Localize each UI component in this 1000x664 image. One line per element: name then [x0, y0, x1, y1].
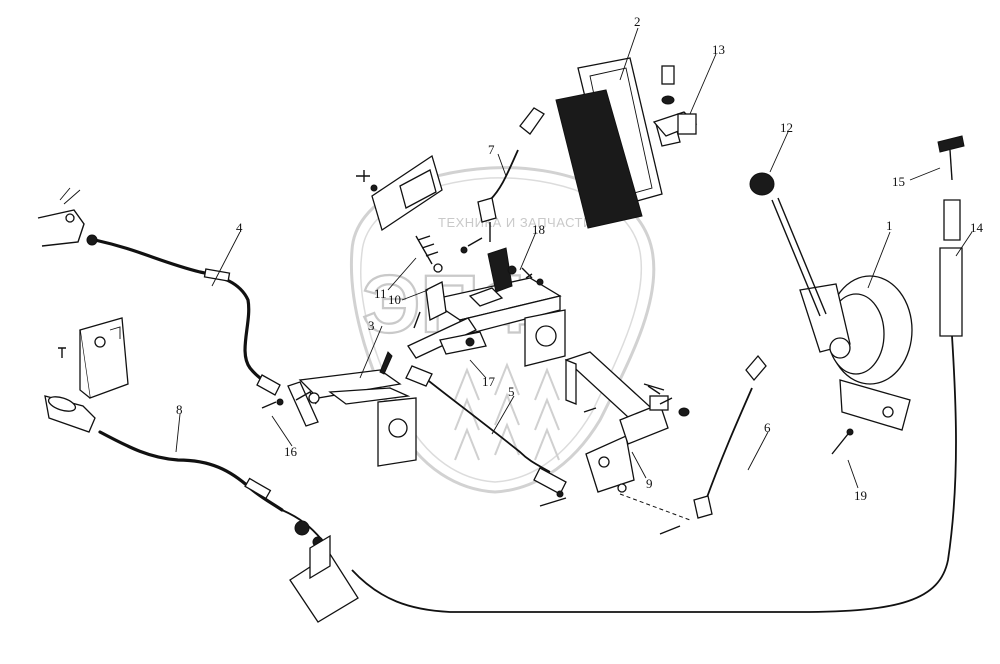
callout-14: 14 — [970, 220, 984, 235]
motor-1 — [749, 172, 913, 431]
bracket-bottom — [289, 534, 359, 623]
watermark-line: ТЕХНИКА И ЗАПЧАСТИ — [438, 215, 593, 230]
leader-lines — [175, 27, 973, 489]
callout-6: 6 — [764, 420, 771, 435]
rod-7 — [460, 107, 545, 254]
pedal-mount-13 — [652, 65, 698, 137]
callout-18: 18 — [532, 222, 545, 237]
callout-4: 4 — [236, 220, 243, 235]
callout-8: 8 — [176, 402, 183, 417]
callout-3: 3 — [368, 318, 375, 333]
link-6 — [619, 354, 767, 535]
upper-bracket-11 — [356, 154, 443, 273]
lever-9 — [564, 351, 690, 493]
callout-9: 9 — [646, 476, 653, 491]
callout-11: 11 — [374, 286, 387, 301]
callout-15: 15 — [892, 174, 905, 189]
callout-5: 5 — [508, 384, 515, 399]
cable-14 — [351, 135, 965, 613]
rod-10 — [413, 281, 447, 329]
lever-assembly-3 — [287, 351, 417, 467]
callout-10: 10 — [388, 292, 401, 307]
bolts — [261, 385, 854, 455]
callout-7: 7 — [488, 142, 495, 157]
callout-19: 19 — [854, 488, 867, 503]
cable-8 — [44, 395, 324, 548]
callout-16: 16 — [284, 444, 298, 459]
bracket-left — [58, 317, 129, 399]
center-mechanism — [407, 247, 566, 367]
rod-5 — [405, 365, 567, 507]
callout-13: 13 — [712, 42, 725, 57]
cable-4 — [37, 187, 281, 396]
callout-12: 12 — [780, 120, 793, 135]
callout-2: 2 — [634, 14, 641, 29]
callout-numbers: 1 2 3 4 5 6 7 8 9 10 11 12 13 14 15 16 1… — [176, 14, 984, 503]
callout-1: 1 — [886, 218, 893, 233]
callout-17: 17 — [482, 374, 496, 389]
